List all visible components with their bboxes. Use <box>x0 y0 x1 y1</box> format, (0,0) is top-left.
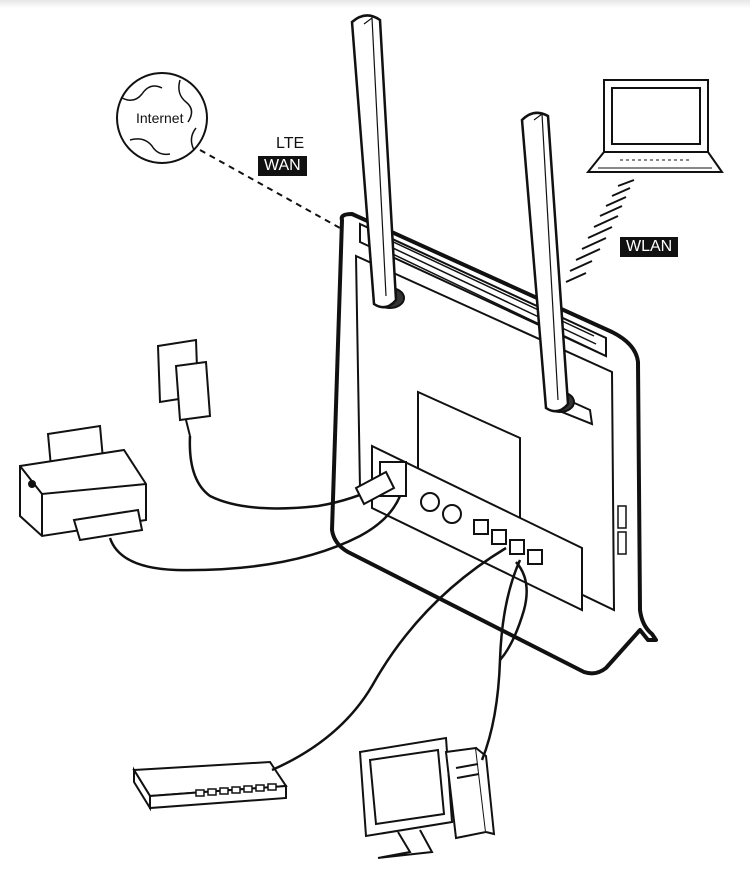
wan-dashed-link <box>199 149 341 229</box>
internet-label: Internet <box>136 110 184 126</box>
wan-tag: WAN <box>258 156 307 176</box>
printer-icon <box>19 424 147 542</box>
top-edge-shadow <box>0 0 750 8</box>
cables <box>108 435 528 772</box>
wlan-signal-waves <box>565 179 635 283</box>
network-switch-icon <box>132 760 288 812</box>
desktop-computer-icon <box>358 736 496 859</box>
internet-cloud-icon <box>116 72 208 164</box>
antenna-right <box>520 111 570 413</box>
power-plug <box>354 470 396 506</box>
power-adapter-icon <box>156 338 212 437</box>
laptop-icon <box>585 79 724 173</box>
antenna-left <box>350 14 398 309</box>
wlan-tag: WLAN <box>620 237 679 257</box>
lte-label: LTE <box>276 135 305 152</box>
